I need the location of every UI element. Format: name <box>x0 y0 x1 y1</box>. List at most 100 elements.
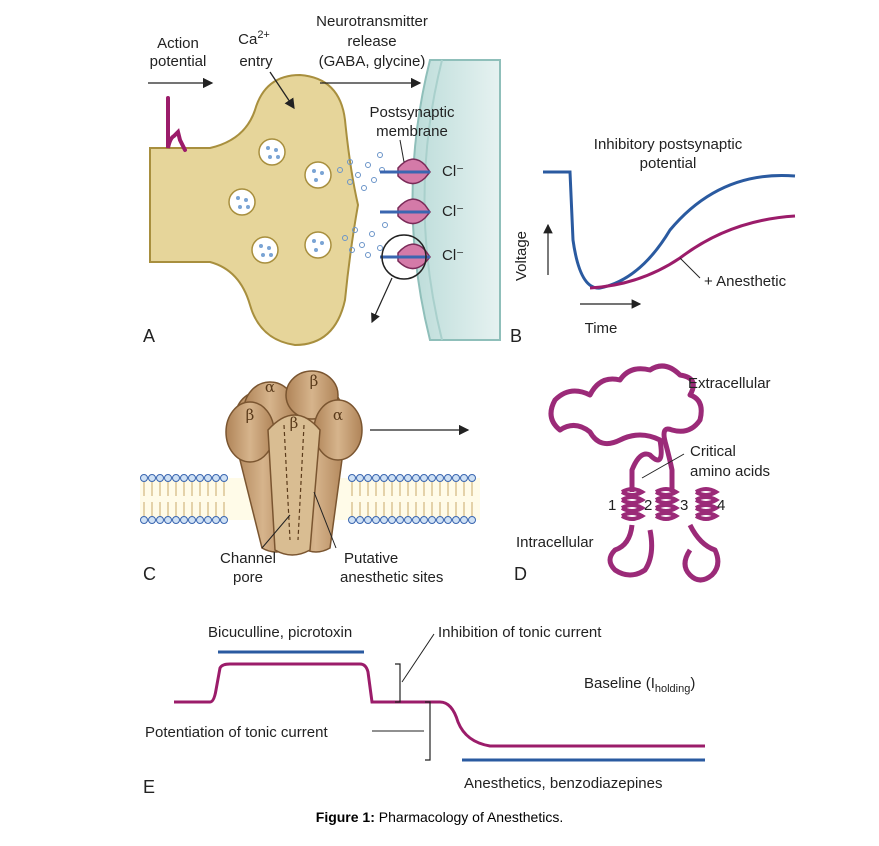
lipid-head <box>396 516 404 524</box>
inhibition-pointer <box>401 633 435 683</box>
lipid-head <box>468 474 476 482</box>
lipid-head <box>364 516 372 524</box>
postsynaptic-pointer <box>399 139 405 163</box>
receptor-zoom-arrow <box>371 277 393 324</box>
lipid-head <box>388 516 396 524</box>
inhibition-bracket <box>395 663 401 703</box>
lipid-head <box>188 516 196 524</box>
lipid-head <box>380 516 388 524</box>
lipid-head <box>460 474 468 482</box>
lipid-head <box>404 474 412 482</box>
lipid-head <box>412 516 420 524</box>
lipid-head <box>180 516 188 524</box>
cl-label-3: Cl⁻ <box>442 247 464 264</box>
lipid-head <box>348 474 356 482</box>
lipid-head <box>196 516 204 524</box>
lipid-head <box>212 516 220 524</box>
lipid-head <box>204 516 212 524</box>
action-potential-label-2: potential <box>150 53 207 70</box>
lipid-head <box>356 474 364 482</box>
postsynaptic-label-1: Postsynaptic <box>369 104 455 121</box>
subunit-alpha-1: α <box>265 378 275 396</box>
subunit-beta-3: β <box>290 414 299 432</box>
action-potential-trace <box>166 96 187 152</box>
tm-1-label: 1 <box>608 497 616 514</box>
critical-label-1: Critical <box>690 443 736 460</box>
lipid-head <box>348 516 356 524</box>
receptor-highlight-circle <box>381 234 427 280</box>
transmembrane-helices <box>620 487 720 521</box>
voltage-label: Voltage <box>513 231 530 281</box>
lipid-head <box>372 474 380 482</box>
panel-d: Extracellular Critical amino acids Intra… <box>514 363 771 584</box>
channel-pore-label-2: pore <box>233 569 263 586</box>
critical-label-2: amino acids <box>690 463 770 480</box>
neurotransmitter-label-2: release <box>347 33 396 50</box>
lipid-head <box>428 474 436 482</box>
tm-2-label: 2 <box>644 497 652 514</box>
postsynaptic-membrane-shape <box>411 59 501 341</box>
bicuculline-label: Bicuculline, picrotoxin <box>208 624 352 641</box>
potentiation-label: Potentiation of tonic current <box>145 724 328 741</box>
subunit-beta-1: β <box>310 372 319 390</box>
action-potential-label-1: Action <box>157 35 199 52</box>
lipid-head <box>196 474 204 482</box>
lipid-head <box>412 474 420 482</box>
lipid-head <box>396 474 404 482</box>
critical-aa-pointer <box>641 453 685 479</box>
cl-label-2: Cl⁻ <box>442 203 464 220</box>
lipid-head <box>452 516 460 524</box>
lipid-head <box>204 474 212 482</box>
gaba-a-receptor-complex <box>225 370 363 556</box>
putative-label-1: Putative <box>344 550 398 567</box>
potentiation-bracket <box>425 701 431 761</box>
extracellular-label: Extracellular <box>688 375 771 392</box>
time-label: Time <box>585 320 618 337</box>
figure-caption-text: Pharmacology of Anesthetics. <box>374 809 564 825</box>
lipid-head <box>172 516 180 524</box>
panel-e: Bicuculline, picrotoxin Inhibition of to… <box>143 624 705 797</box>
neurotransmitter-label-3: (GABA, glycine) <box>319 53 426 70</box>
postsynaptic-label-2: membrane <box>376 123 448 140</box>
figure-caption: Figure 1: Pharmacology of Anesthetics. <box>0 809 879 825</box>
lipid-head <box>172 474 180 482</box>
lipid-head <box>420 516 428 524</box>
channel-pore-pointer <box>261 514 291 549</box>
panel-c: α β β α β Channel pore Putative anesthet… <box>140 370 480 586</box>
lipid-head <box>156 474 164 482</box>
channel-pore-label-1: Channel <box>220 550 276 567</box>
ipsp-title-2: potential <box>640 155 697 172</box>
gaba-receptors <box>380 158 431 270</box>
lipid-head <box>220 474 228 482</box>
ca-entry-label: Ca2+ <box>238 29 270 48</box>
ipsp-title-1: Inhibitory postsynaptic <box>594 136 743 153</box>
channel-pore-line-1 <box>283 424 291 541</box>
lipid-head <box>420 474 428 482</box>
released-neurotransmitter <box>337 152 388 258</box>
putative-label-2: anesthetic sites <box>340 569 443 586</box>
lipid-head <box>140 516 148 524</box>
putative-sites-pointer <box>313 491 337 549</box>
lipid-head <box>148 516 156 524</box>
panel-a: Action potential Ca2+ entry Neurotransmi… <box>143 13 501 347</box>
lipid-head <box>460 516 468 524</box>
ipsp-trace <box>543 170 796 290</box>
baseline-label: Baseline (Iholding) <box>584 675 695 695</box>
lipid-head <box>180 474 188 482</box>
lipid-head <box>444 516 452 524</box>
panel-a-letter: A <box>143 326 155 346</box>
inhibition-label: Inhibition of tonic current <box>438 624 602 641</box>
panel-d-letter: D <box>514 564 527 584</box>
postsynaptic-membrane-edge <box>423 59 443 341</box>
lipid-head <box>140 474 148 482</box>
subunit-beta-2: β <box>246 406 255 424</box>
tm-3-label: 3 <box>680 497 688 514</box>
panel-c-letter: C <box>143 564 156 584</box>
lipid-head <box>364 474 372 482</box>
tm-4-label: 4 <box>717 497 725 514</box>
entry-label: entry <box>239 53 273 70</box>
ca-entry-arrow <box>269 71 295 110</box>
cl-label-1: Cl⁻ <box>442 163 464 180</box>
anesthetics-label: Anesthetics, benzodiazepines <box>464 775 662 792</box>
